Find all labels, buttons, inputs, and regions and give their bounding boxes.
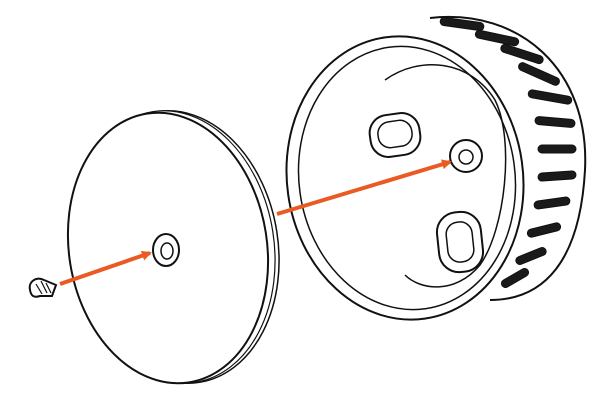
screw-icon [28, 277, 58, 298]
cover-plate [66, 110, 280, 385]
arrow-cover-to-housing [276, 159, 452, 216]
housing-center-boss [449, 139, 483, 173]
housing-ribs [439, 16, 577, 288]
assembly-arrows [59, 159, 452, 286]
housing-upper-slot [368, 112, 422, 158]
housing-lower-slot [435, 210, 485, 274]
housing-back-rim [429, 15, 587, 301]
screw [28, 277, 58, 298]
arrow-screw-to-cover [59, 250, 152, 286]
screw-thread [35, 280, 52, 295]
housing-inner-wall [384, 63, 507, 288]
cover-plate-center-hole [152, 233, 180, 267]
housing-base [285, 15, 587, 321]
